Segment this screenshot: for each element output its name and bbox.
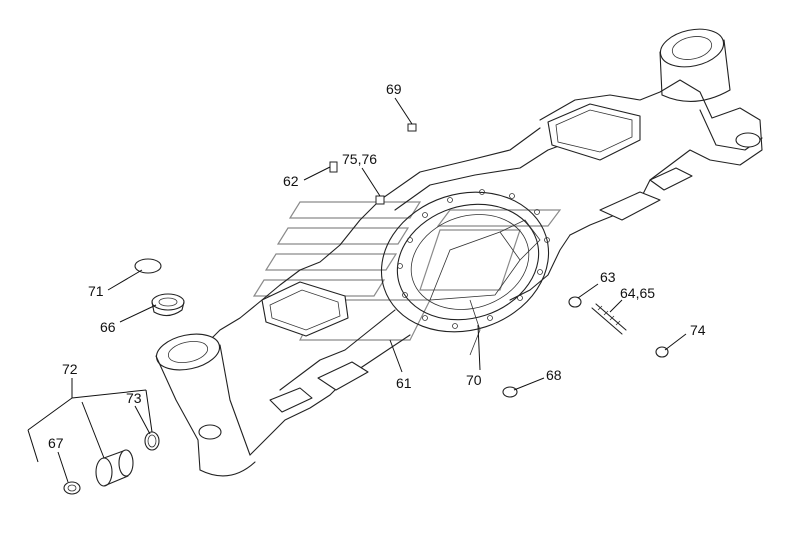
callout-72: 72 bbox=[62, 361, 78, 377]
bowl-bolt-holes bbox=[397, 189, 550, 329]
part-62-breather bbox=[329, 161, 338, 173]
callout-70: 70 bbox=[466, 372, 482, 388]
callout-71: 71 bbox=[88, 283, 104, 299]
callout-labels: 69 62 75,76 71 66 63 64,65 74 68 70 61 7… bbox=[48, 81, 706, 451]
callout-67: 67 bbox=[48, 435, 64, 451]
leader-lines bbox=[27, 97, 687, 483]
part-71-cap bbox=[134, 258, 162, 274]
part-69-plug bbox=[407, 123, 417, 132]
part-75-76-fitting bbox=[375, 195, 385, 205]
part-73-ring bbox=[144, 431, 160, 451]
callout-73: 73 bbox=[126, 390, 142, 406]
part-64-65-stud bbox=[591, 303, 627, 335]
part-66-bushing bbox=[151, 293, 185, 317]
part-67-grease-fitting bbox=[63, 481, 81, 495]
callout-74: 74 bbox=[690, 322, 706, 338]
axle-housing bbox=[155, 28, 763, 477]
callout-64-65: 64,65 bbox=[620, 285, 655, 301]
callout-68: 68 bbox=[546, 367, 562, 383]
callout-62: 62 bbox=[283, 173, 299, 189]
callout-69: 69 bbox=[386, 81, 402, 97]
part-63-nut bbox=[568, 296, 582, 308]
callout-63: 63 bbox=[600, 269, 616, 285]
callout-66: 66 bbox=[100, 319, 116, 335]
watermark-logo bbox=[252, 201, 562, 341]
callout-61: 61 bbox=[396, 375, 412, 391]
part-72-sleeve bbox=[95, 449, 134, 487]
callout-75-76: 75,76 bbox=[342, 151, 377, 167]
part-68-plug bbox=[502, 386, 518, 398]
